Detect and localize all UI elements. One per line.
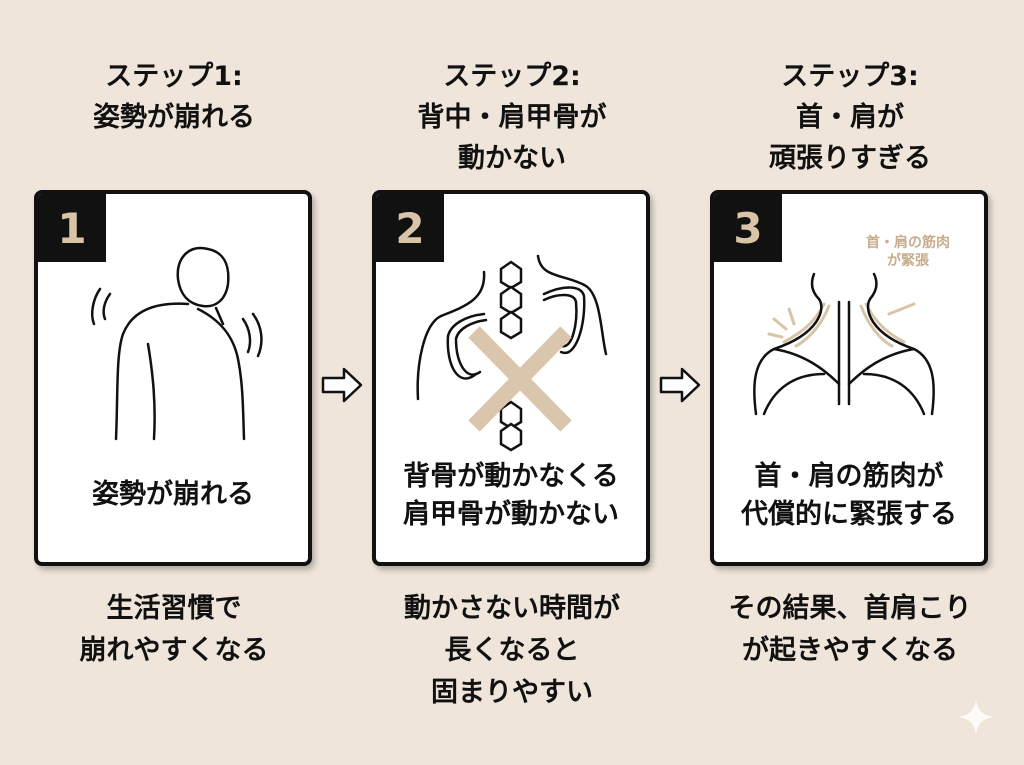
caption-line: 代償的に緊張する	[741, 499, 957, 530]
description-line: 生活習慣で	[106, 593, 242, 624]
step-3-caption: 首・肩の筋肉が 代償的に緊張する	[714, 458, 984, 534]
arrow-right-icon	[320, 365, 364, 405]
heading-line: ステップ1:	[105, 61, 243, 92]
description-line: 崩れやすくなる	[79, 635, 269, 666]
stiff-spine-shoulder-blades-illustration	[416, 254, 608, 452]
annotation-line: 首・肩の筋肉	[866, 235, 950, 251]
heading-line: 首・肩が	[796, 102, 904, 133]
heading-line: 動かない	[458, 143, 566, 174]
heading-line: ステップ3:	[781, 61, 919, 92]
step-3-card: 3 首・肩の筋肉 が緊張 首・肩の筋肉が 代償的に緊張する	[710, 190, 988, 566]
step-2-caption: 背骨が動かなくる 肩甲骨が動かない	[376, 458, 646, 534]
step-1-description: 生活習慣で 崩れやすくなる	[14, 588, 334, 672]
muscle-tension-annotation: 首・肩の筋肉 が緊張	[838, 234, 978, 270]
step-3-description: その結果、首肩こり が起きやすくなる	[690, 588, 1010, 672]
sparkle-icon	[956, 697, 996, 737]
step-2-description: 動かさない時間が 長くなると 固まりやすい	[352, 588, 672, 714]
caption-line: 背骨が動かなくる	[403, 461, 619, 492]
step-2-card: 2 背骨が動かなくる 肩甲骨が動かない	[372, 190, 650, 566]
step-number-badge: 2	[376, 194, 444, 262]
heading-line: 背中・肩甲骨が	[417, 102, 607, 133]
annotation-line: が緊張	[887, 253, 929, 269]
description-line: が起きやすくなる	[742, 635, 958, 666]
heading-line: ステップ2:	[443, 61, 581, 92]
description-line: その結果、首肩こり	[728, 593, 972, 624]
caption-line: 姿勢が崩れる	[92, 479, 254, 510]
description-line: 動かさない時間が	[404, 593, 620, 624]
tense-neck-shoulders-illustration	[753, 272, 935, 416]
step-2-heading: ステップ2: 背中・肩甲骨が 動かない	[362, 56, 662, 179]
step-1-heading: ステップ1: 姿勢が崩れる	[24, 56, 324, 138]
step-1-card: 1 姿勢が崩れる	[34, 190, 312, 566]
heading-line: 頑張りすぎる	[769, 143, 931, 174]
step-number-badge: 3	[714, 194, 782, 262]
slouching-person-illustration	[91, 246, 263, 441]
step-1-caption: 姿勢が崩れる	[38, 476, 308, 514]
arrow-right-icon	[658, 365, 702, 405]
step-number-badge: 1	[38, 194, 106, 262]
description-line: 固まりやすい	[431, 677, 593, 708]
caption-line: 首・肩の筋肉が	[754, 461, 944, 492]
step-3-heading: ステップ3: 首・肩が 頑張りすぎる	[700, 56, 1000, 179]
heading-line: 姿勢が崩れる	[93, 102, 255, 133]
caption-line: 肩甲骨が動かない	[403, 499, 619, 530]
description-line: 長くなると	[444, 635, 580, 666]
